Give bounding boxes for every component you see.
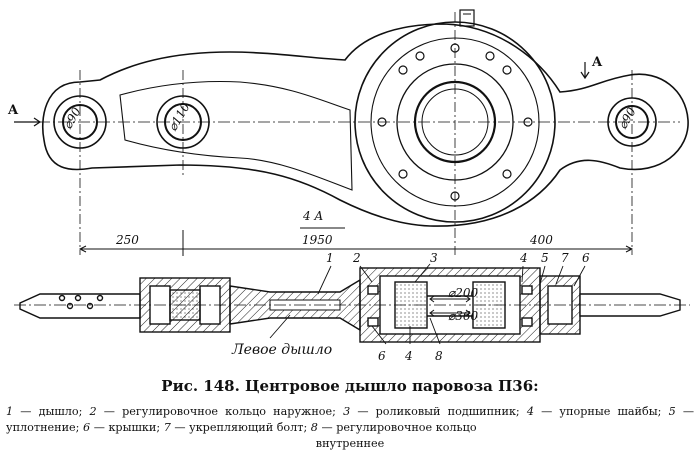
section-view	[14, 267, 690, 343]
section-arrow-right	[580, 62, 590, 80]
callout-1: 1	[326, 251, 334, 265]
dim-outer-bore: ⌀360	[448, 309, 478, 323]
rod-label: Левое дышло	[231, 342, 332, 358]
figure-caption: Рис. 148. Центровое дышло паровоза П36:	[161, 377, 539, 395]
legend-tail: внутреннее	[315, 437, 385, 450]
callout-5: 5	[541, 251, 549, 265]
callout-2: 2	[352, 251, 361, 265]
dim-right-offset: 400	[529, 233, 553, 247]
hole-dim-right: ⌀90	[615, 105, 639, 132]
callout-4-bottom: 4	[404, 349, 413, 363]
callout-3: 3	[430, 251, 438, 265]
section-label-left: A	[7, 103, 19, 118]
legend-item: 2 — регулировочное кольцо наружное;	[89, 405, 344, 418]
legend-item: 3 — роликовый подшипник;	[343, 405, 527, 418]
callouts: 1 2 3 4 5 6 7 6 4 8	[326, 251, 590, 363]
legend-item: 1 — дышло;	[6, 405, 90, 418]
legend-item: 6 — крышки;	[83, 421, 164, 434]
legend-item: 5 — уплотнение;	[6, 405, 695, 434]
figure-legend: 1 — дышло; 2 — регулировочное кольцо нар…	[6, 404, 694, 452]
legend-item: 7 — укрепляющий болт;	[163, 421, 311, 434]
dim-center-top: 4 A	[302, 209, 323, 223]
callout-4: 4	[519, 251, 528, 265]
dimension-lines	[78, 230, 634, 256]
callout-8: 8	[435, 349, 443, 363]
dim-center: 1950	[302, 233, 333, 247]
rod-recess	[119, 80, 353, 191]
section-arrow-left	[14, 117, 42, 127]
grease-nipple	[459, 9, 475, 27]
legend-item: 4 — упорные шайбы;	[526, 405, 669, 418]
plan-view	[14, 9, 689, 255]
callout-6-top: 7	[561, 251, 569, 265]
hole-dim-left: ⌀90	[60, 105, 84, 132]
callout-leaders	[317, 263, 586, 345]
dim-left-offset: 250	[115, 233, 139, 247]
callout-7: 6	[582, 251, 590, 265]
dim-inner-bore: ⌀200	[448, 286, 478, 300]
section-label-right: A	[591, 55, 603, 70]
rod-outline	[41, 23, 689, 227]
callout-6: 6	[378, 349, 386, 363]
legend-item: 8 — регулировочное кольцо	[310, 421, 477, 434]
